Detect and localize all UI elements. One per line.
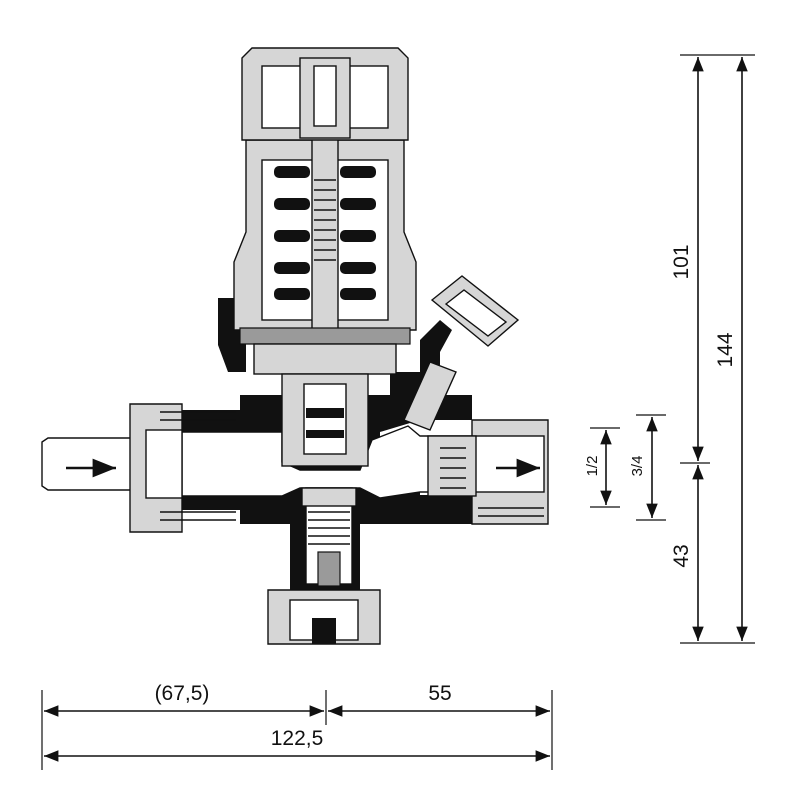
main-spring bbox=[274, 166, 376, 300]
valve-seat-lower bbox=[306, 430, 344, 438]
dim-43-label: 43 bbox=[670, 544, 693, 567]
dim-half-label: 1/2 bbox=[584, 456, 601, 477]
check-valve-spring bbox=[440, 447, 466, 489]
valve-cartridge-bore bbox=[303, 383, 347, 455]
spindle-thread bbox=[314, 179, 336, 261]
inlet-union-thread bbox=[160, 411, 236, 521]
dimension-lines bbox=[41, 54, 755, 770]
valve-lower-plug-thread bbox=[308, 511, 350, 545]
dimension-labels: 101 144 43 1/2 3/4 (67,5) 55 122,5 bbox=[155, 244, 737, 750]
valve-cross-section bbox=[41, 47, 549, 645]
dim-122-5-label: 122,5 bbox=[271, 727, 324, 750]
diaphragm-holder bbox=[253, 343, 397, 375]
valve-seat bbox=[306, 408, 344, 418]
dim-101-label: 101 bbox=[670, 244, 693, 279]
valve-lower-core bbox=[317, 551, 341, 587]
diaphragm bbox=[239, 327, 411, 345]
outlet-bore bbox=[471, 435, 545, 493]
adjustment-knob-slot bbox=[313, 65, 337, 127]
check-valve-insert bbox=[427, 435, 477, 497]
dim-three-quarter-label: 3/4 bbox=[629, 456, 646, 477]
outlet-thread bbox=[478, 507, 544, 517]
valve-lower-plug bbox=[301, 487, 357, 507]
dim-67-5-label: (67,5) bbox=[155, 682, 210, 705]
inlet-union-nut-bore bbox=[145, 429, 183, 499]
gauge-port bbox=[403, 275, 520, 431]
dim-144-label: 144 bbox=[714, 332, 737, 367]
dim-55-label: 55 bbox=[428, 682, 451, 705]
valve-bottom-cap-slot bbox=[312, 618, 336, 644]
